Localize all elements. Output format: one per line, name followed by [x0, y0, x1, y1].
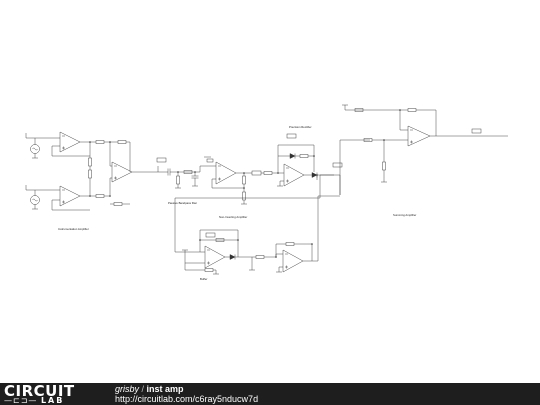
- label-buffer: Buffer: [200, 277, 207, 281]
- bandpass-filter: [156, 157, 200, 189]
- op-amp-u4: [199, 156, 284, 205]
- label-summing-amplifier: Summing Amplifier: [393, 213, 416, 217]
- feedback-bus: [174, 175, 321, 253]
- circuit-url[interactable]: http://circuitlab.com/c6ray5nducw7d: [115, 394, 259, 404]
- label-bandpass-filter: Passive Bandpass filter: [168, 201, 197, 205]
- circuit-title-line: grisby / inst amp: [115, 384, 184, 395]
- op-amp-u2: [51, 185, 90, 211]
- op-amp-u3: [111, 161, 158, 183]
- input-source-bottom: [25, 185, 60, 210]
- label-non-inverting-amplifier: Non-Inverting Amplifier: [219, 215, 247, 219]
- op-amp-u6: [339, 104, 508, 195]
- logo-lab-text: LAB: [40, 396, 65, 405]
- author-link[interactable]: grisby: [115, 384, 140, 394]
- title-separator: /: [139, 384, 147, 394]
- circuitlab-logo[interactable]: CIRCUIT: [4, 382, 75, 400]
- op-amp-u5: [277, 144, 343, 195]
- junction-dots: [89, 109, 401, 258]
- input-source-top: [25, 133, 60, 159]
- op-amp-u7: [182, 229, 252, 275]
- op-amp-u8: [249, 195, 340, 273]
- net-flag-output: [471, 128, 482, 134]
- label-precision-rectifier: Precision Rectifier: [289, 125, 312, 129]
- net-flag-rectifier: [286, 133, 297, 139]
- schematic-canvas: Instrumentation Amplifier Passive Bandpa…: [25, 104, 508, 281]
- label-instrumentation-amplifier: Instrumentation Amplifier: [58, 227, 89, 231]
- footer-bar: CIRCUIT —⊏⊐— LAB grisby / inst amp http:…: [0, 383, 540, 405]
- circuit-title: inst amp: [146, 384, 184, 394]
- feedback-resistors-ina: [88, 140, 131, 206]
- circuitlab-logo-sub: —⊏⊐— LAB: [4, 396, 65, 405]
- op-amp-u1: [51, 131, 90, 157]
